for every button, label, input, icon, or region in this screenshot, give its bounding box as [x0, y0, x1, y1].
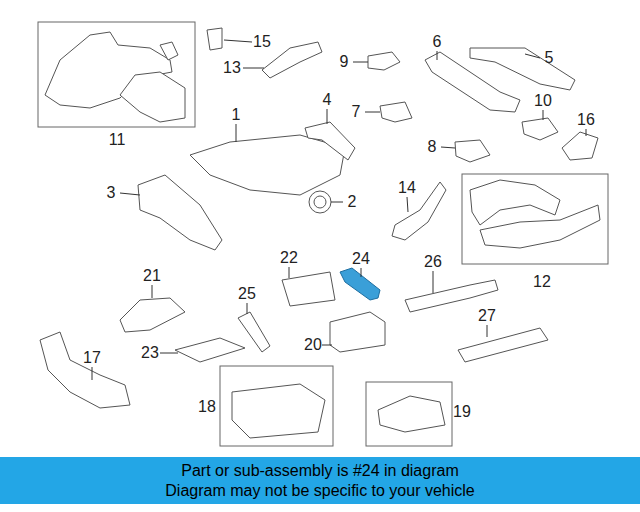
callout-number: 5 [545, 50, 554, 66]
banner-text: Part or sub-assembly is #24 in diagram [181, 461, 458, 480]
callout-number: 25 [238, 286, 256, 302]
callout-number: 6 [433, 34, 442, 50]
callout-number: 26 [424, 254, 442, 270]
callout-number: 12 [533, 274, 551, 290]
callout-number: 8 [428, 139, 437, 155]
callout-number: 7 [352, 104, 361, 120]
callout-number: 9 [340, 54, 349, 70]
banner-text: Diagram may not be specific to your vehi… [165, 481, 474, 500]
info-banner: Part or sub-assembly is #24 in diagramDi… [0, 457, 640, 504]
callout-number: 16 [577, 112, 595, 128]
callout-number: 10 [534, 93, 552, 109]
callout-number: 2 [348, 194, 357, 210]
callout-number: 21 [143, 268, 161, 284]
callout-number: 13 [223, 60, 241, 76]
callout-number: 1 [232, 107, 241, 123]
callout-number: 22 [280, 250, 298, 266]
callout-number: 11 [109, 132, 126, 148]
callout-number: 18 [198, 399, 216, 415]
callout-number: 24 [352, 251, 370, 267]
callout-number: 3 [107, 185, 116, 201]
callout-number: 15 [253, 34, 271, 50]
callout-number: 14 [398, 180, 416, 196]
callout-number: 23 [141, 345, 159, 361]
callout-number: 19 [453, 404, 471, 420]
callout-number: 20 [304, 337, 322, 353]
callout-number: 4 [323, 92, 332, 108]
callout-number: 27 [478, 308, 496, 324]
callout-number: 17 [83, 350, 101, 366]
